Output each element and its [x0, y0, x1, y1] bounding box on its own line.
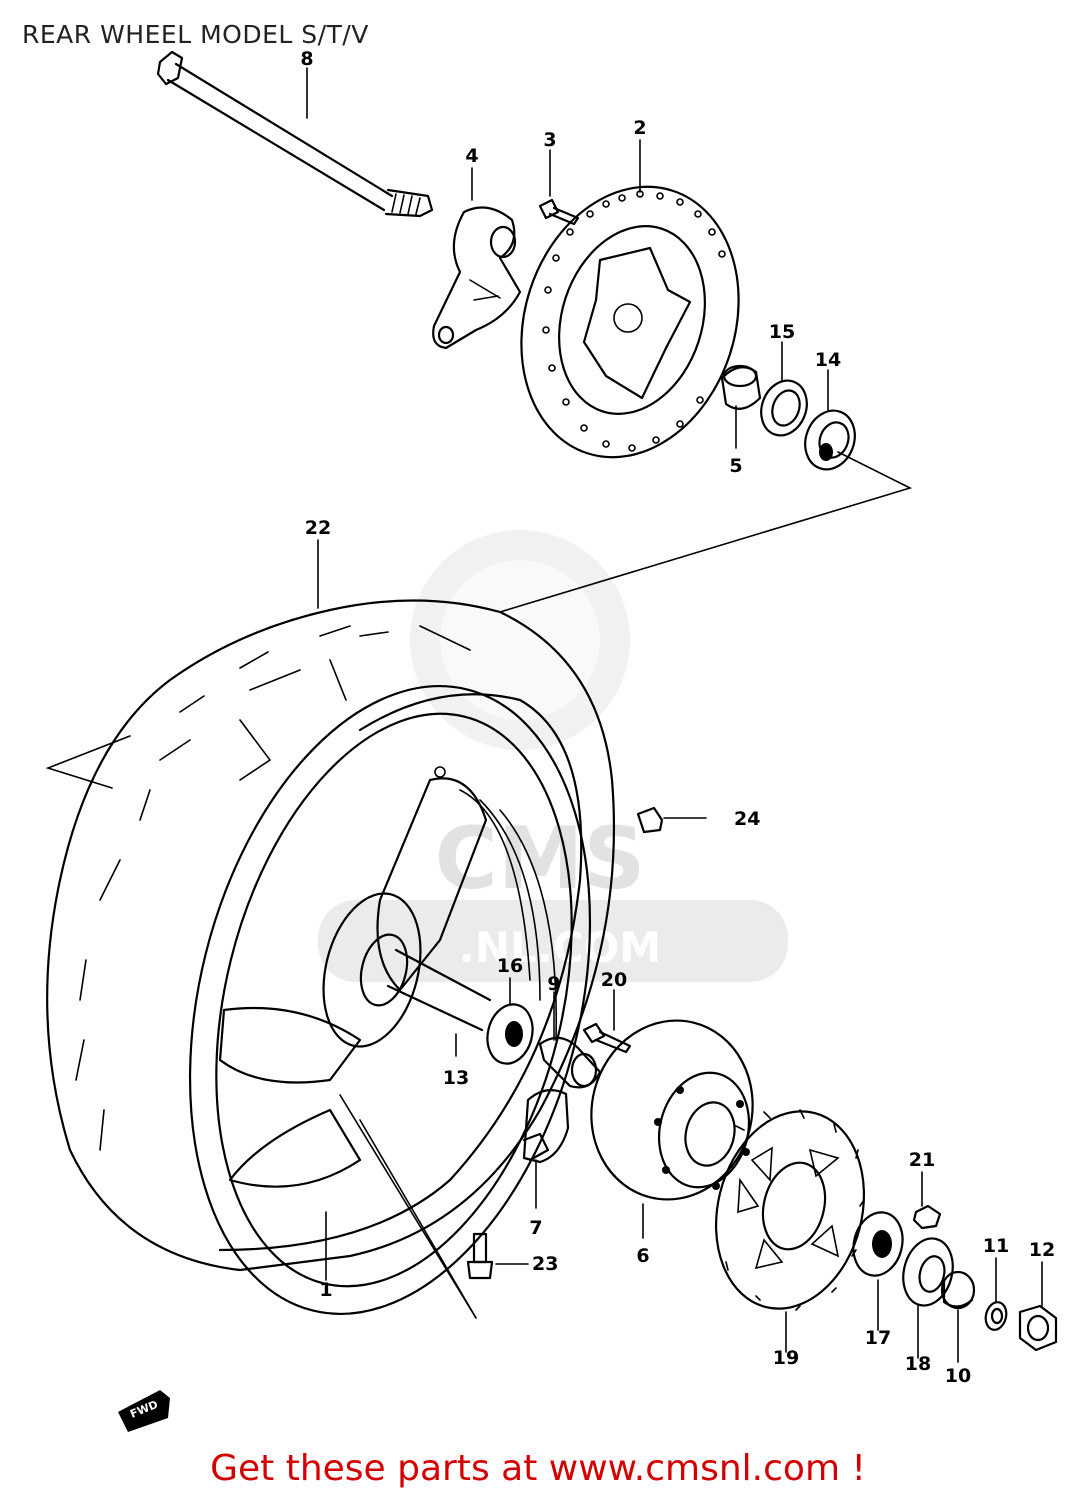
page-title: REAR WHEEL MODEL S/T/V: [22, 20, 369, 49]
callout-7: 7: [529, 1217, 542, 1239]
part-bearing-17: [852, 1211, 904, 1277]
callout-labels: 8 4 3 2 15 14 5 22 24 16 13 9 20 7 6 1 2…: [300, 48, 1055, 1387]
callout-13: 13: [443, 1067, 469, 1089]
part-brake-disc: [520, 185, 740, 459]
callout-10: 10: [945, 1365, 971, 1387]
callout-9: 9: [547, 973, 560, 995]
callout-8: 8: [300, 48, 313, 70]
leader-lines: [306, 67, 1043, 1363]
part-torque-link: [432, 206, 522, 350]
part-balance-weight: [636, 806, 664, 834]
part-axle: [156, 50, 434, 218]
callout-3: 3: [543, 129, 556, 151]
part-axle-nut-12: [1018, 1304, 1058, 1352]
part-valve: [466, 1232, 494, 1280]
part-spacer-10: [940, 1270, 976, 1310]
callout-21: 21: [909, 1149, 935, 1171]
callout-18: 18: [905, 1353, 931, 1375]
assembly-lines: [45, 451, 913, 1319]
part-disc-bolt: [538, 198, 580, 226]
part-sprocket: [714, 1109, 866, 1311]
part-hub: [322, 892, 492, 1048]
callout-15: 15: [769, 321, 795, 343]
callout-17: 17: [865, 1327, 891, 1349]
part-bearing-14: [804, 409, 856, 471]
part-bearing-16: [486, 1003, 534, 1065]
callout-23: 23: [532, 1253, 558, 1275]
callout-24: 24: [734, 808, 760, 830]
fwd-arrow: FWD: [118, 1390, 170, 1432]
part-seal-18: [902, 1237, 954, 1307]
part-sprocket-nut: [912, 1204, 942, 1230]
part-stud-bolt: [582, 1022, 632, 1054]
part-washer-11: [984, 1301, 1008, 1331]
watermark: CMS .NL.COM: [318, 530, 788, 982]
callout-5: 5: [729, 455, 742, 477]
callout-22: 22: [305, 517, 331, 539]
callout-11: 11: [983, 1235, 1009, 1257]
part-damper: [522, 1089, 570, 1164]
watermark-line-2: .NL.COM: [459, 923, 661, 972]
callout-1: 1: [319, 1279, 332, 1301]
callout-2: 2: [633, 117, 646, 139]
callout-16: 16: [497, 955, 523, 977]
part-spacer-5: [720, 364, 762, 410]
callout-19: 19: [773, 1347, 799, 1369]
callout-12: 12: [1029, 1239, 1055, 1261]
callout-4: 4: [465, 145, 478, 167]
callout-20: 20: [601, 969, 627, 991]
footer-parts-link[interactable]: Get these parts at www.cmsnl.com !: [210, 1448, 866, 1489]
part-oil-seal-15: [760, 379, 808, 437]
callout-6: 6: [636, 1245, 649, 1267]
callout-14: 14: [815, 349, 841, 371]
